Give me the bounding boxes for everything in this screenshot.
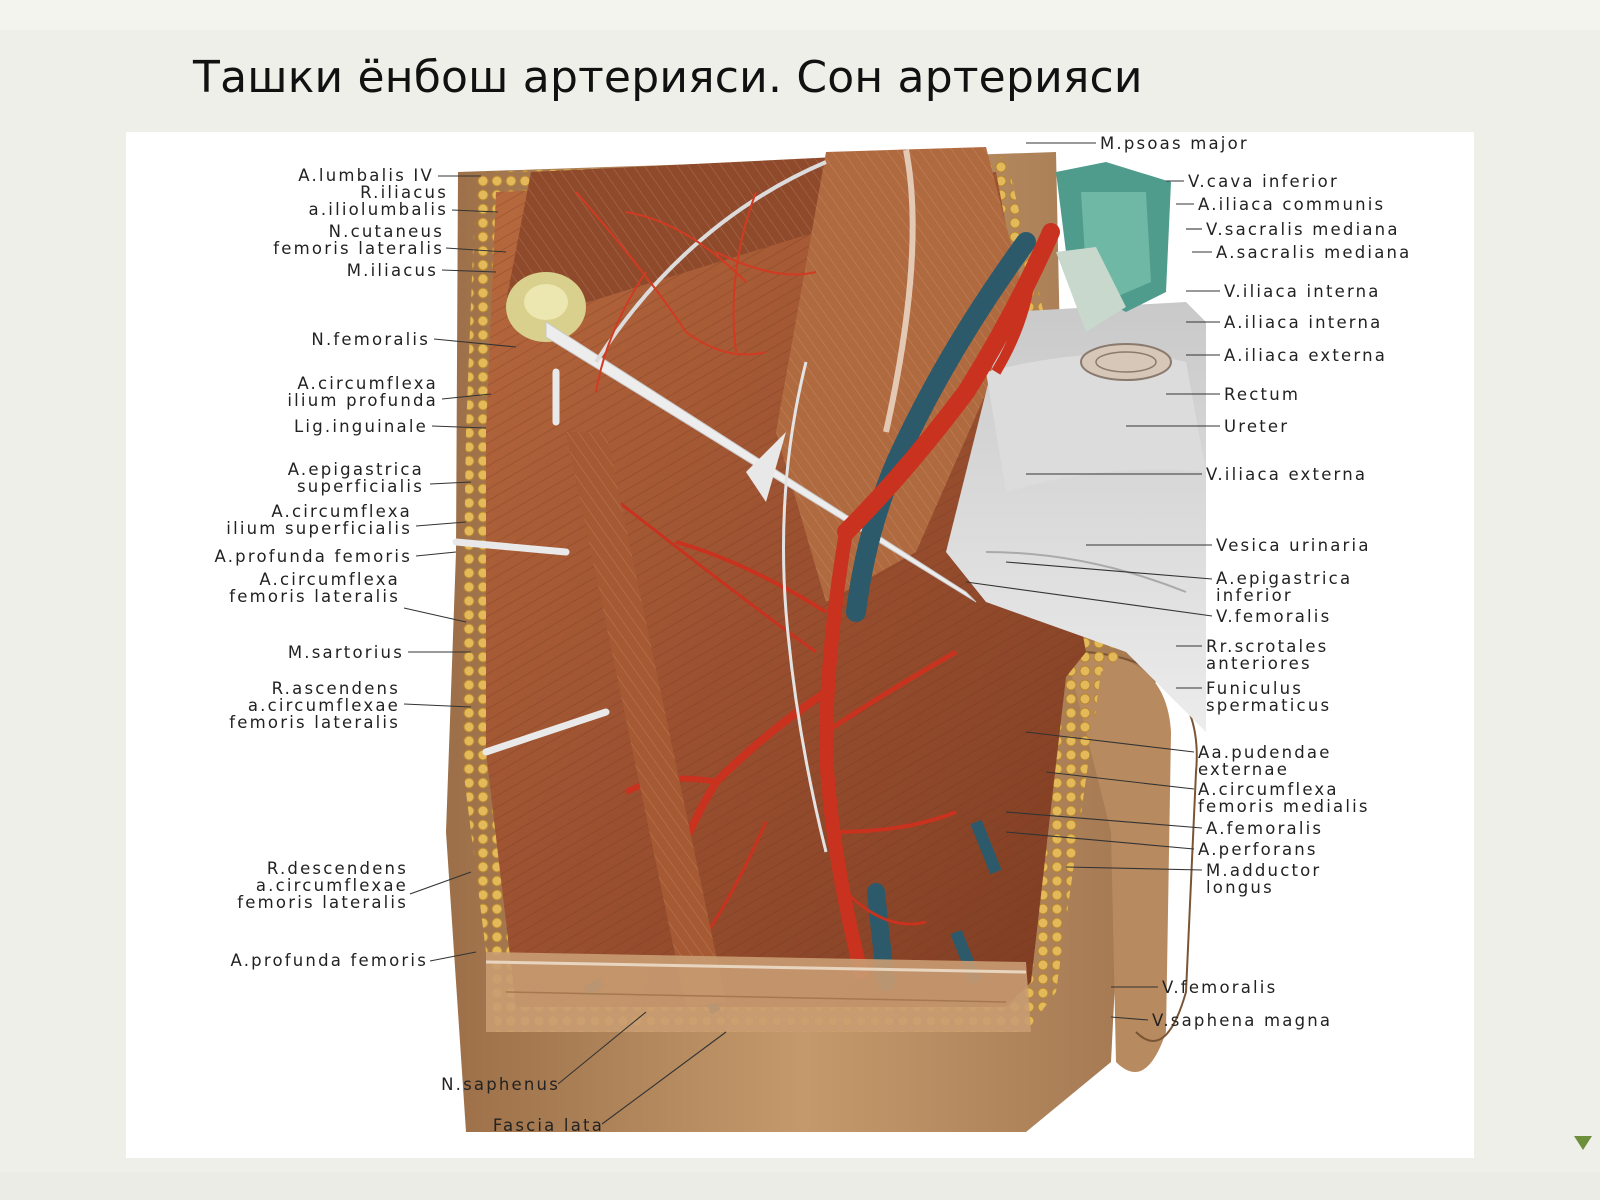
label-v-femoralis-2: V.femoralis <box>1162 978 1278 997</box>
label-m-psoas-major: M.psoas major <box>1100 134 1249 153</box>
label-lig-inguinale: Lig.inguinale <box>294 417 428 436</box>
label-n-femoralis: N.femoralis <box>311 330 430 349</box>
label-m-adductor-longus: M.adductor longus <box>1206 861 1322 897</box>
femoral-nerve-branch <box>782 361 828 853</box>
label-a-profunda-femoris-1: A.profunda femoris <box>214 547 412 566</box>
slide-corner-marker-icon <box>1574 1136 1592 1150</box>
label-rr-scrotales: Rr.scrotales anteriores <box>1206 637 1329 673</box>
label-r-iliacus: R.iliacus a.iliolumbalis <box>308 183 448 219</box>
label-v-saphena-magna: V.saphena magna <box>1152 1011 1333 1030</box>
rectum-shape <box>1080 343 1172 381</box>
label-v-iliaca-interna: V.iliaca interna <box>1224 282 1381 301</box>
label-aa-pudendae: Aa.pudendae externae <box>1198 743 1332 779</box>
label-a-sacralis-mediana: A.sacralis mediana <box>1216 243 1412 262</box>
label-ureter: Ureter <box>1224 417 1290 436</box>
slide-bottom-band <box>0 1172 1600 1200</box>
label-m-sartorius: M.sartorius <box>287 643 404 662</box>
label-a-iliaca-externa: A.iliaca externa <box>1224 346 1388 365</box>
label-v-iliaca-externa: V.iliaca externa <box>1206 465 1368 484</box>
femoral-artery <box>818 525 868 979</box>
label-funiculus: Funiculus spermaticus <box>1206 679 1332 715</box>
label-n-saphenus: N.saphenus <box>441 1075 560 1094</box>
label-r-descendens: R.descendens a.circumflexae femoris late… <box>237 859 408 912</box>
label-fascia-lata: Fascia lata <box>492 1116 604 1135</box>
anatomy-figure: A.lumbalis IV R.iliacus a.iliolumbalis N… <box>126 132 1474 1158</box>
label-v-sacralis-mediana: V.sacralis mediana <box>1206 220 1400 239</box>
label-n-cutaneus: N.cutaneus femoris lateralis <box>273 222 444 258</box>
label-a-iliaca-interna: A.iliaca interna <box>1224 313 1383 332</box>
label-a-epigastrica-superficialis: A.epigastrica superficialis <box>287 460 424 496</box>
anatomy-illustration <box>446 147 1206 1132</box>
label-a-femoralis: A.femoralis <box>1206 819 1324 838</box>
label-vesica-urinaria: Vesica urinaria <box>1216 536 1371 555</box>
label-v-cava-inferior: V.cava inferior <box>1188 172 1339 191</box>
scrotum-shape <box>1066 651 1171 1072</box>
label-r-ascendens: R.ascendens a.circumflexae femoris later… <box>229 679 400 732</box>
label-a-perforans: A.perforans <box>1198 840 1318 859</box>
internal-iliac-artery <box>991 271 1036 375</box>
label-a-circumflexa-ilium-profunda: A.circumflexa ilium profunda <box>287 374 438 410</box>
retractor-hooks <box>452 368 610 756</box>
label-rectum: Rectum <box>1224 385 1301 404</box>
label-v-femoralis-1: V.femoralis <box>1216 607 1332 626</box>
slide-title: Ташки ёнбош артерияси. Сон артерияси <box>193 52 1143 103</box>
label-a-profunda-femoris-2: A.profunda femoris <box>230 951 428 970</box>
label-a-iliaca-communis: A.iliaca communis <box>1198 195 1386 214</box>
external-iliac-vein <box>846 232 1036 622</box>
label-a-circumflexa-femoris-lateralis: A.circumflexa femoris lateralis <box>229 570 400 606</box>
label-a-circumflexa-ilium-superficialis: A.circumflexa ilium superficialis <box>226 502 412 538</box>
label-a-epigastrica-inferior: A.epigastrica inferior <box>1216 569 1353 605</box>
slide-top-band <box>0 0 1600 30</box>
label-m-iliacus: M.iliacus <box>346 261 438 280</box>
label-a-circumflexa-femoris-medialis: A.circumflexa femoris medialis <box>1198 780 1370 816</box>
label-a-lumbalis-iv: A.lumbalis IV <box>298 166 434 185</box>
